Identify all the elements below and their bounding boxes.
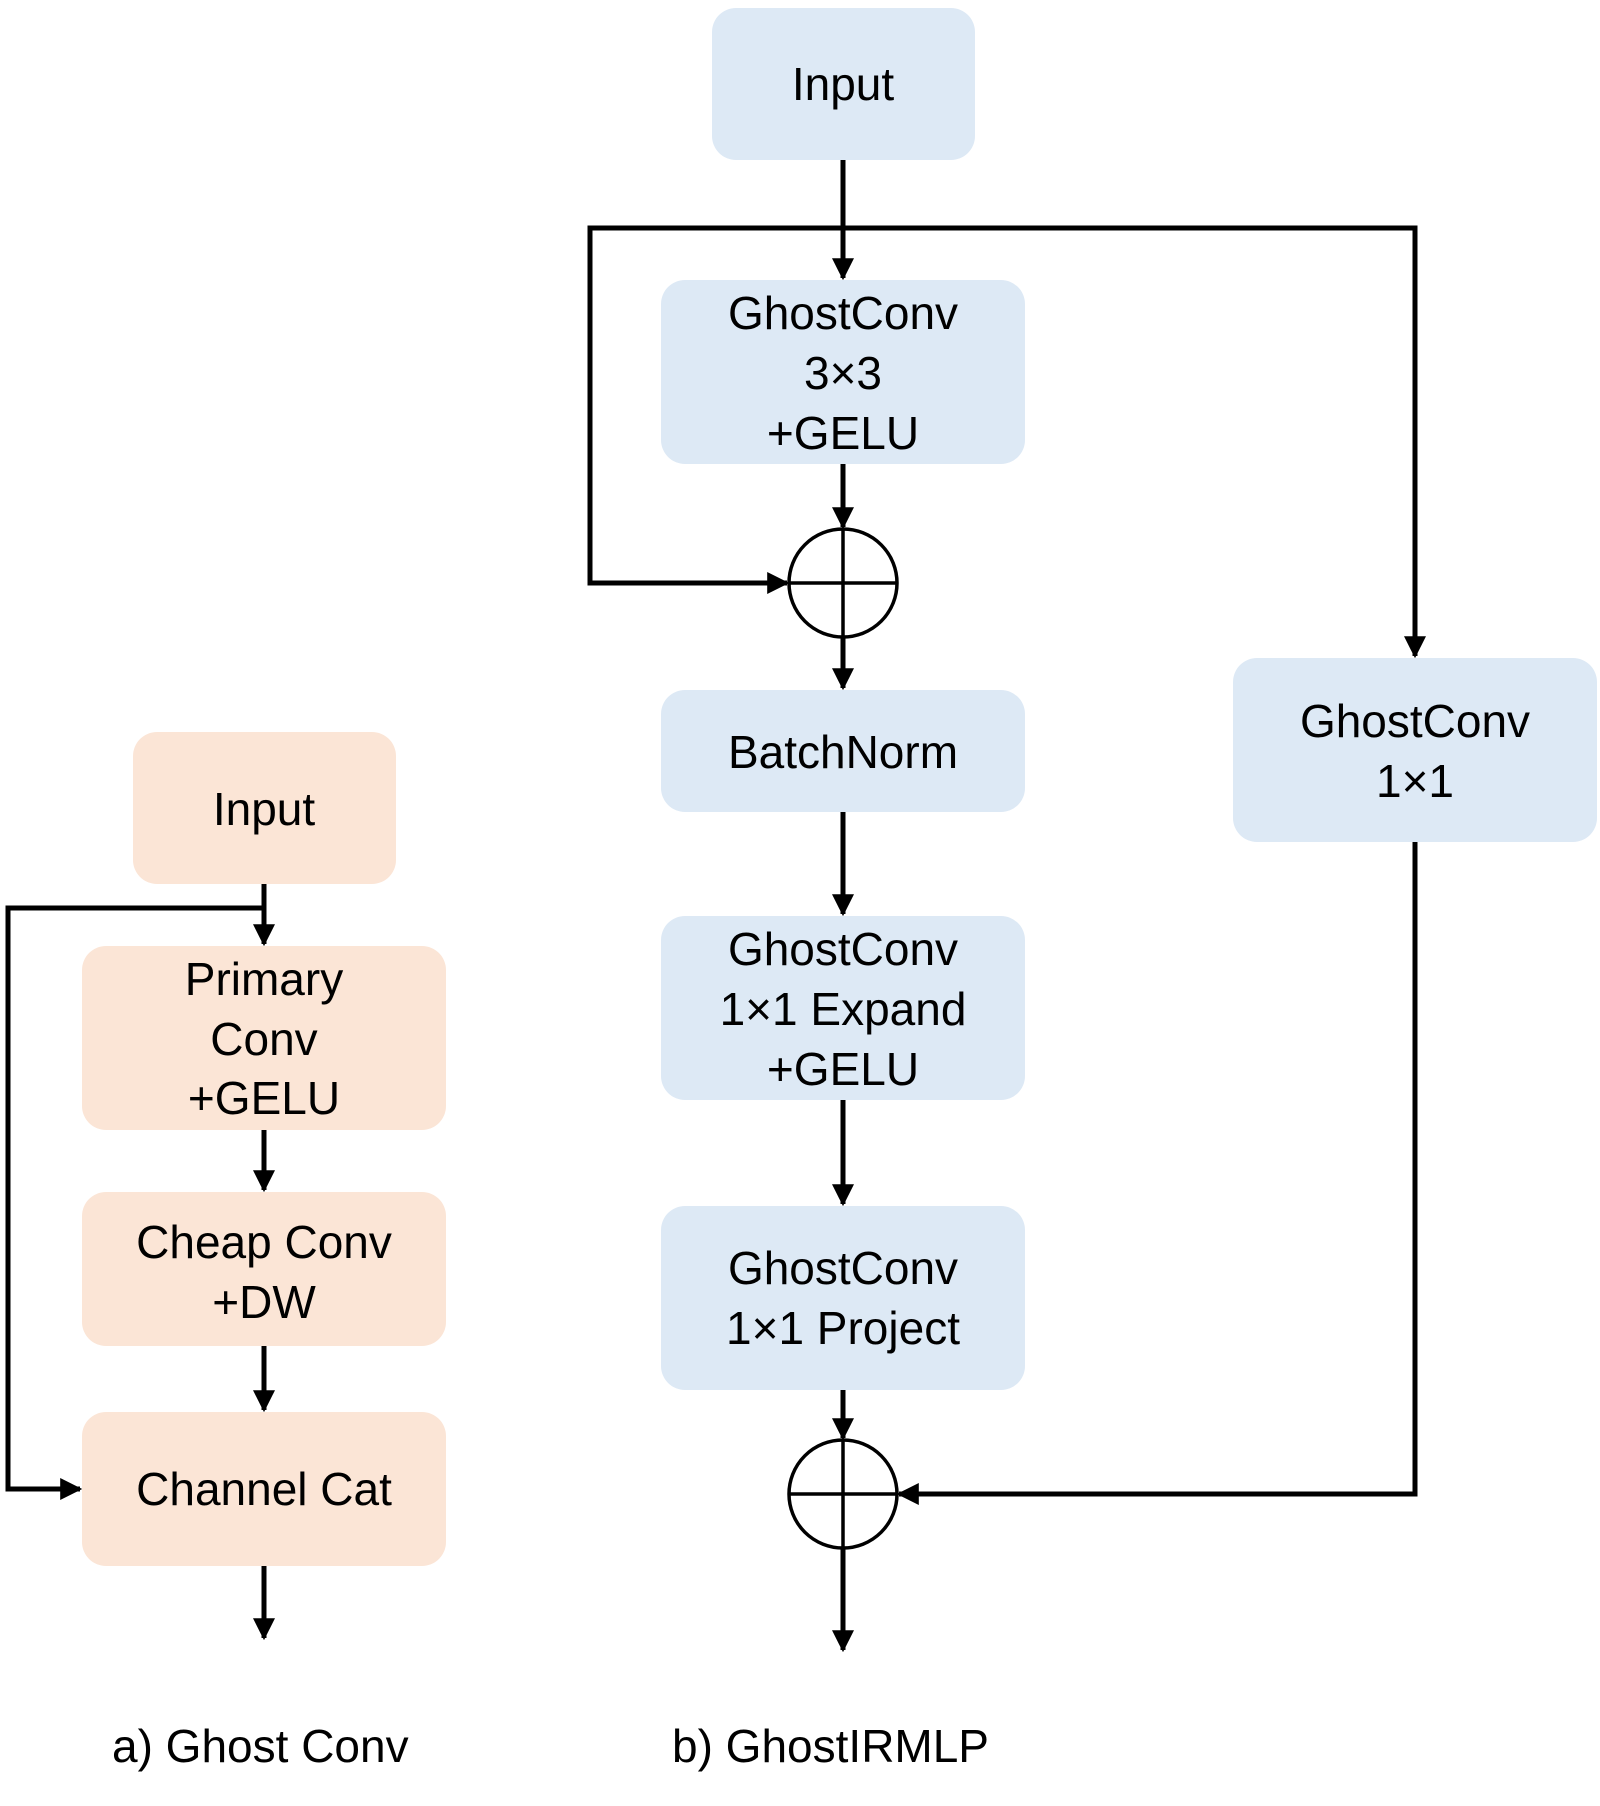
node-gc-cheap [82, 1192, 446, 1346]
ir-input-label: Input [792, 58, 895, 110]
ir-project-label-2: 1×1 Project [726, 1302, 960, 1354]
skip-ir-input-add1 [587, 225, 843, 595]
node-gc-primary [82, 946, 446, 1130]
caption-ghost-conv: a) Ghost Conv [112, 1720, 409, 1772]
labels-gc: Input Primary Conv +GELU Cheap Conv +DW … [136, 783, 392, 1515]
ir-side-label-2: 1×1 [1376, 755, 1454, 807]
node-ir-input [712, 8, 975, 160]
branch-ir-side-add2 [896, 842, 1418, 1506]
gc-primary-label-1: Primary [185, 953, 343, 1005]
gc-cheap-label-1: Cheap Conv [136, 1216, 392, 1268]
node-ir-side [1233, 658, 1597, 842]
ir-expand-label-3: +GELU [767, 1043, 919, 1095]
ir-conv3-label-2: 3×3 [804, 347, 882, 399]
ir-conv3-label-3: +GELU [767, 407, 919, 459]
ir-side-label-1: GhostConv [1300, 695, 1530, 747]
node-gc-cat [82, 1412, 446, 1566]
node-ir-conv3 [661, 280, 1025, 464]
gc-primary-label-2: Conv [210, 1013, 317, 1065]
ir-conv3-label-1: GhostConv [728, 287, 958, 339]
node-ir-expand [661, 916, 1025, 1100]
node-gc-input [133, 732, 396, 884]
ir-expand-label-1: GhostConv [728, 923, 958, 975]
gc-input-label: Input [213, 783, 316, 835]
caption-ghost-irmlp: b) GhostIRMLP [672, 1720, 989, 1772]
branch-ir-input-side [843, 225, 1427, 659]
labels-ir: Input GhostConv 3×3 +GELU BatchNorm Ghos… [720, 58, 1530, 1354]
ghost-conv-diagram: Input Primary Conv +GELU Cheap Conv +DW … [5, 732, 446, 1772]
node-ir-bn [661, 690, 1025, 812]
ghost-irmlp-diagram: Input GhostConv 3×3 +GELU BatchNorm Ghos… [587, 8, 1597, 1772]
ir-bn-label: BatchNorm [728, 726, 958, 778]
skip-gc-input-cat [5, 905, 264, 1501]
add-icon [787, 527, 899, 639]
gc-cheap-label-2: +DW [212, 1276, 316, 1328]
add-icon [787, 1438, 899, 1550]
node-ir-project [661, 1206, 1025, 1390]
gc-cat-label: Channel Cat [136, 1463, 392, 1515]
ir-expand-label-2: 1×1 Expand [720, 983, 967, 1035]
gc-primary-label-3: +GELU [188, 1072, 340, 1124]
ir-project-label-1: GhostConv [728, 1242, 958, 1294]
